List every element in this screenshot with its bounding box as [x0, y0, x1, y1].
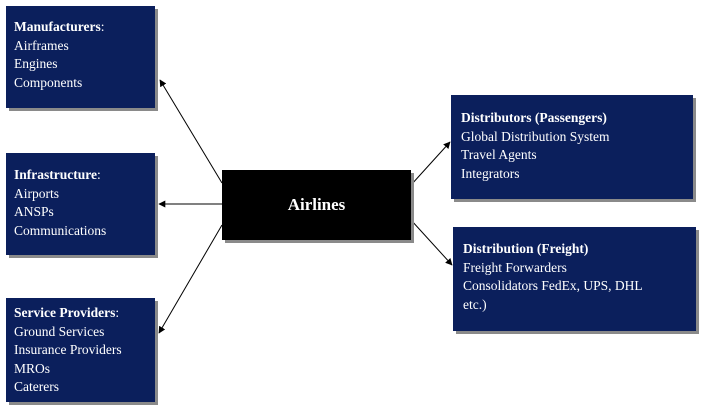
infrastructure-item: Communications: [14, 222, 107, 238]
infrastructure-heading: Infrastructure:: [14, 166, 147, 185]
distribution-freight-item: Freight Forwarders: [463, 259, 567, 275]
service-providers-item: MROs: [14, 360, 51, 376]
service-providers-colon: :: [115, 305, 120, 320]
arrow-to-manufacturers: [159, 79, 223, 184]
distribution-freight-box: Distribution (Freight) Freight Forwarder…: [453, 227, 696, 331]
distribution-freight-item: Consolidators FedEx, UPS, DHL: [463, 278, 643, 293]
service-providers-title: Service Providers: [14, 305, 116, 320]
manufacturers-item: Airframes: [14, 37, 69, 53]
infrastructure-item: Airports: [14, 185, 59, 201]
manufacturers-item: Engines: [14, 56, 58, 71]
manufacturers-heading: Manufacturers:: [14, 18, 147, 37]
infrastructure-title: Infrastructure: [14, 167, 97, 182]
infrastructure-box: Infrastructure: Airports ANSPs Communica…: [6, 153, 155, 255]
infrastructure-colon: :: [96, 167, 101, 182]
distribution-freight-item: etc.): [463, 296, 487, 312]
arrow-to-distributors-passengers: [410, 141, 451, 186]
arrow-to-distribution-freight: [410, 219, 453, 266]
distribution-freight-title: Distribution (Freight): [463, 241, 589, 256]
manufacturers-title: Manufacturers: [14, 19, 101, 34]
airlines-label: Airlines: [287, 195, 346, 214]
airlines-box: Airlines: [222, 170, 411, 240]
manufacturers-colon: :: [100, 19, 105, 34]
manufacturers-item: Components: [14, 74, 83, 90]
distributors-passengers-item: Global Distribution System: [461, 128, 610, 144]
distributors-passengers-box: Distributors (Passengers) Global Distrib…: [451, 95, 693, 199]
distributors-passengers-item: Travel Agents: [461, 147, 537, 162]
service-providers-heading: Service Providers:: [14, 304, 147, 323]
infrastructure-item: ANSPs: [14, 204, 54, 219]
service-providers-box: Service Providers: Ground Services Insur…: [6, 298, 155, 402]
manufacturers-box: Manufacturers: Airframes Engines Compone…: [6, 6, 155, 108]
arrow-to-service-providers: [158, 224, 223, 334]
service-providers-item: Insurance Providers: [14, 342, 122, 357]
service-providers-item: Caterers: [14, 379, 59, 394]
distributors-passengers-item: Integrators: [461, 165, 520, 181]
distributors-passengers-title: Distributors (Passengers): [461, 110, 607, 125]
service-providers-item: Ground Services: [14, 323, 105, 339]
